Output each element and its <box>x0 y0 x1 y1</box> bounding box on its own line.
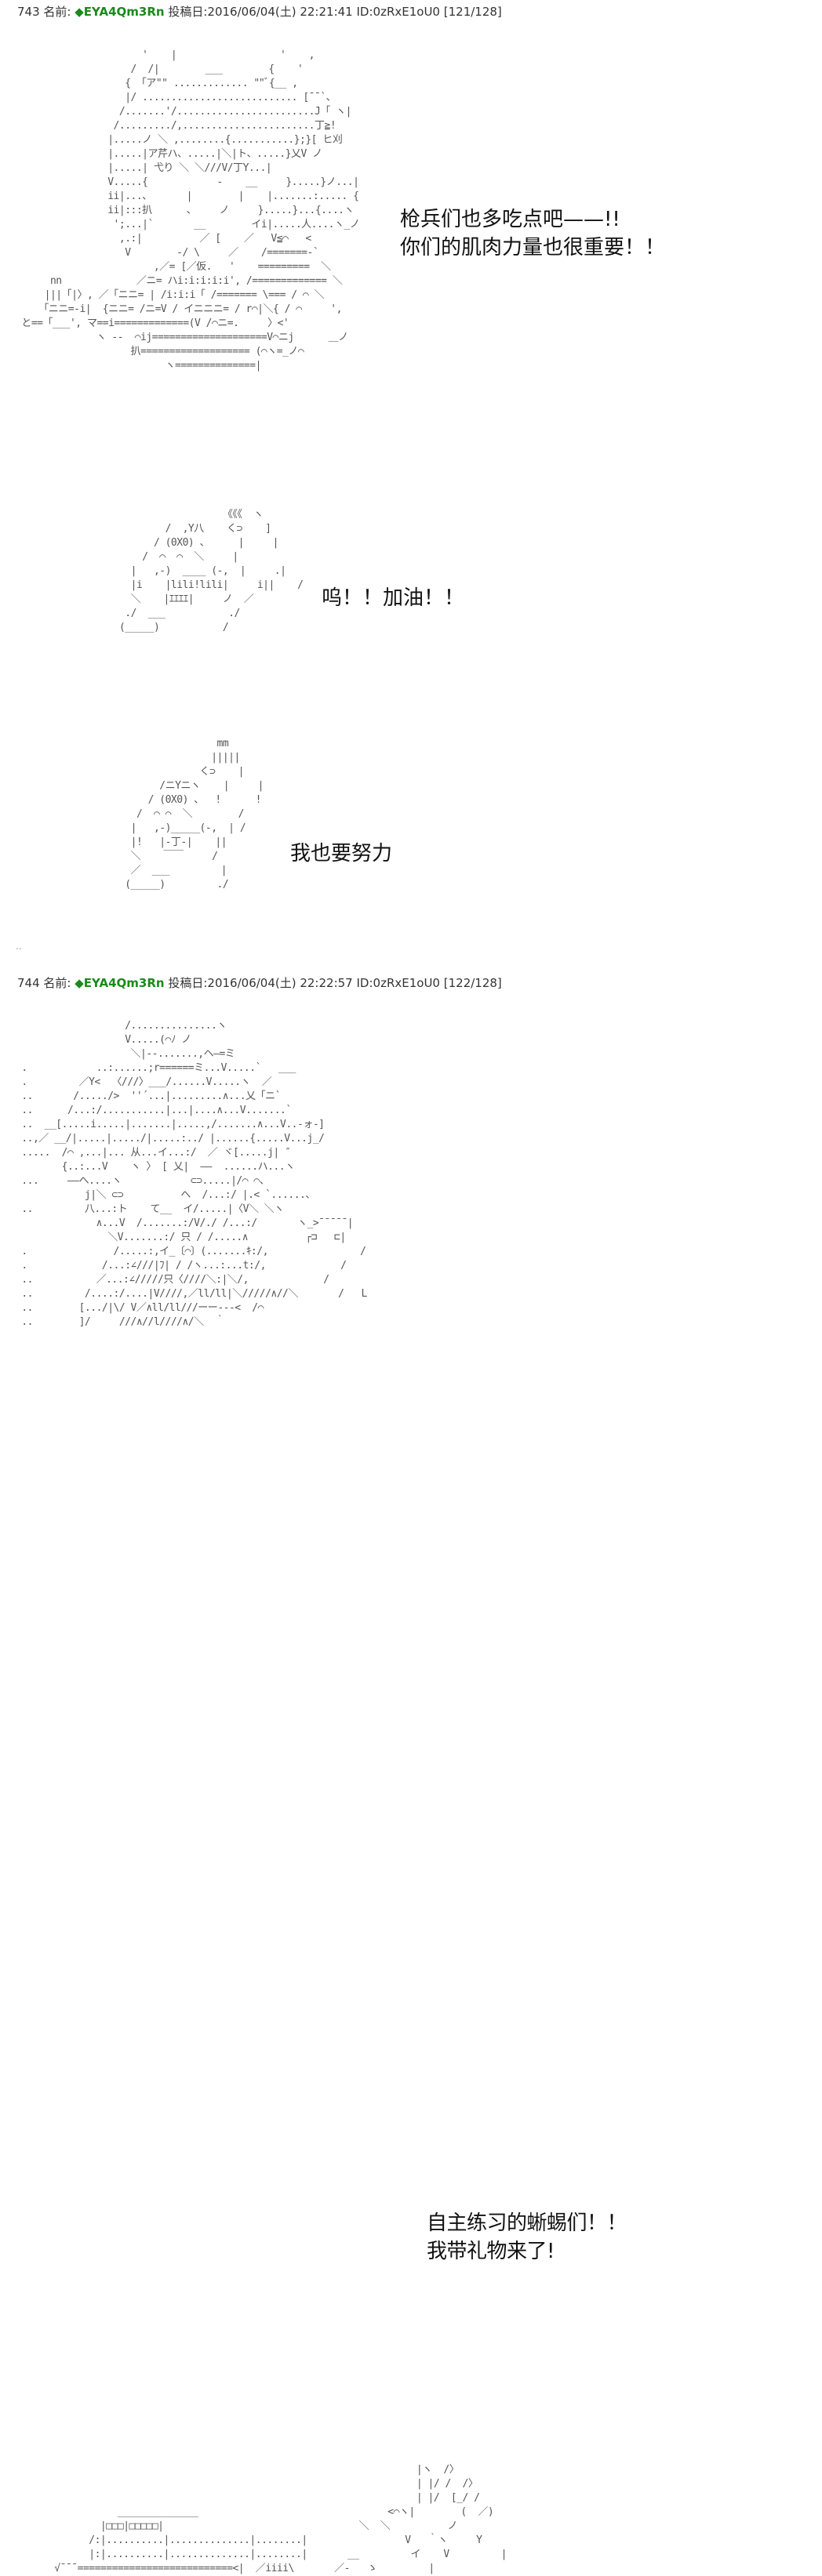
speech-bubble-743-2: 呜！！加油！！ <box>322 584 464 612</box>
speech-line: 呜！！加油！！ <box>322 586 465 610</box>
post-date-label: 投稿日: <box>168 5 208 19</box>
name-label: 名前: <box>43 5 71 19</box>
ascii-art-lizard-determined: mm ||||| く⊃ | /ニYニヽ | | / (0X0) 、 ! ! / … <box>125 738 264 891</box>
ascii-art-character-eating: ' | ' , / /| ___ { ' { 「ア"" ............… <box>21 49 360 372</box>
speech-bubble-744-1: 自主练习的蜥蜴们！！ 我带礼物来了! <box>427 2209 627 2266</box>
post-counter: [121/128] <box>443 5 502 19</box>
ascii-art-lizard-cheering: 《《《 ヽ / ,Y八 く⊃ ] / (0X0) 、 | | / ⌒ ⌒ ＼ |… <box>118 509 304 633</box>
poster-id: ID:0zRxE1oU0 <box>356 5 440 19</box>
name-label: 名前: <box>43 976 71 990</box>
speech-bubble-743-1: 枪兵们也多吃点吧——!! 你们的肌肉力量也很重要！！ <box>400 205 665 262</box>
speech-line: 我带礼物来了! <box>427 2240 555 2263</box>
speech-line: 我也要努力 <box>290 842 393 865</box>
poster-name[interactable]: ◆EYA4Qm3Rn <box>75 5 165 19</box>
speech-line: 枪兵们也多吃点吧——!! <box>400 208 620 231</box>
post-header-743: 743 名前: ◆EYA4Qm3Rn 投稿日:2016/06/04(土) 22:… <box>17 3 502 20</box>
ascii-art-character-with-gifts: /...............ヽ V.....(⌒ﾉ ノ ＼|--......… <box>21 1020 627 2574</box>
ascii-art-boxes-and-lizard: |ヽ /〉 | |/ / /〉 | |/ [_/ / _____________… <box>54 2464 507 2574</box>
poster-id: ID:0zRxE1oU0 <box>356 976 440 990</box>
post-number: 744 <box>17 976 40 990</box>
post-separator: .. <box>16 941 22 952</box>
speech-line: 你们的肌肉力量也很重要！！ <box>400 236 666 259</box>
post-counter: [122/128] <box>443 976 502 990</box>
speech-bubble-743-3: 我也要努力 <box>290 840 392 868</box>
post-date-label: 投稿日: <box>168 976 208 990</box>
post-header-744: 744 名前: ◆EYA4Qm3Rn 投稿日:2016/06/04(土) 22:… <box>17 974 502 991</box>
post-date: 2016/06/04(土) 22:22:57 <box>207 976 353 990</box>
post-number: 743 <box>17 5 40 19</box>
poster-name[interactable]: ◆EYA4Qm3Rn <box>75 976 165 990</box>
speech-line: 自主练习的蜥蜴们！！ <box>427 2211 627 2235</box>
post-date: 2016/06/04(土) 22:21:41 <box>207 5 353 19</box>
